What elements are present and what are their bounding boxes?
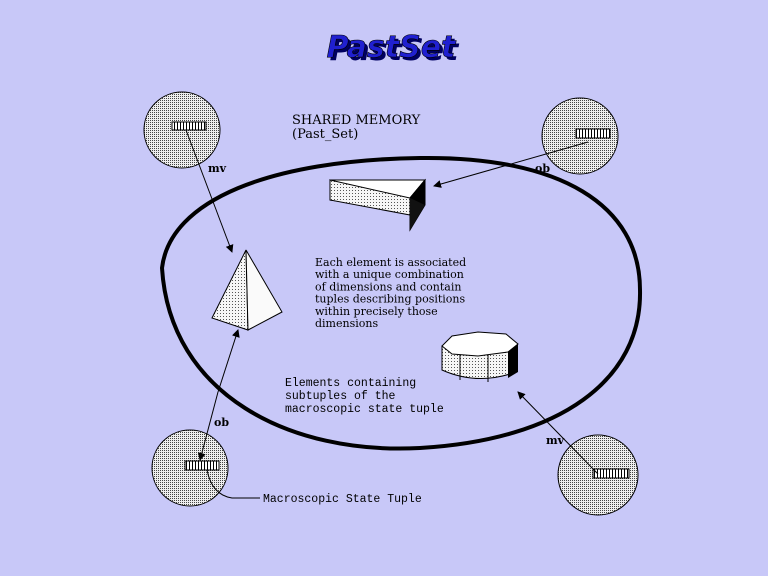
arrow-ob-bottom-left-up xyxy=(217,329,240,393)
title: PastSet PastSet xyxy=(326,30,460,68)
shared-memory-sublabel: (Past_Set) xyxy=(292,127,358,142)
process-sphere-bottom-right xyxy=(557,434,639,516)
elements-note-line: Elements containing xyxy=(285,377,416,390)
pyramid-element xyxy=(211,249,283,331)
macroscopic-callout-line xyxy=(206,469,260,499)
arrow-ob-bottom-left-down xyxy=(197,391,219,461)
process-sphere-top-right xyxy=(541,97,619,175)
arrow-label-ob: ob xyxy=(535,162,550,175)
shared-memory-label: SHARED MEMORY xyxy=(292,113,421,128)
state-tuple-icon xyxy=(575,128,611,139)
svg-text:PastSet: PastSet xyxy=(327,30,457,65)
arrow-label-mv: mv xyxy=(546,434,565,447)
wedge-element xyxy=(329,178,427,232)
elements-note-line: macroscopic state tuple xyxy=(285,403,444,416)
process-sphere-bottom-left xyxy=(151,429,229,507)
elements-note-line: subtuples of the xyxy=(285,390,396,403)
state-tuple-icon xyxy=(592,468,630,479)
arrow-label-ob: ob xyxy=(214,416,229,429)
arrow-mv-top-left xyxy=(185,129,234,253)
process-sphere-top-left xyxy=(143,91,221,169)
arrow-ob-top-right xyxy=(433,141,589,188)
macroscopic-state-tuple-label: Macroscopic State Tuple xyxy=(263,493,422,506)
svg-text:PastSet: PastSet xyxy=(330,33,460,68)
arrow-label-mv: mv xyxy=(208,162,227,175)
description-line: tuples describing positions xyxy=(315,293,466,306)
arrow-mv-bottom-right xyxy=(517,391,599,475)
description-line: Each element is associated xyxy=(315,256,466,269)
shared-memory-boundary xyxy=(159,155,643,451)
description-line: within precisely those xyxy=(315,305,438,318)
state-tuple-icon xyxy=(171,121,207,131)
state-tuple-icon xyxy=(184,460,220,471)
cylinder-element xyxy=(441,331,519,382)
description-line: dimensions xyxy=(315,317,378,330)
description-line: of dimensions and contain xyxy=(315,280,461,293)
description-line: with a unique combination xyxy=(315,268,464,281)
